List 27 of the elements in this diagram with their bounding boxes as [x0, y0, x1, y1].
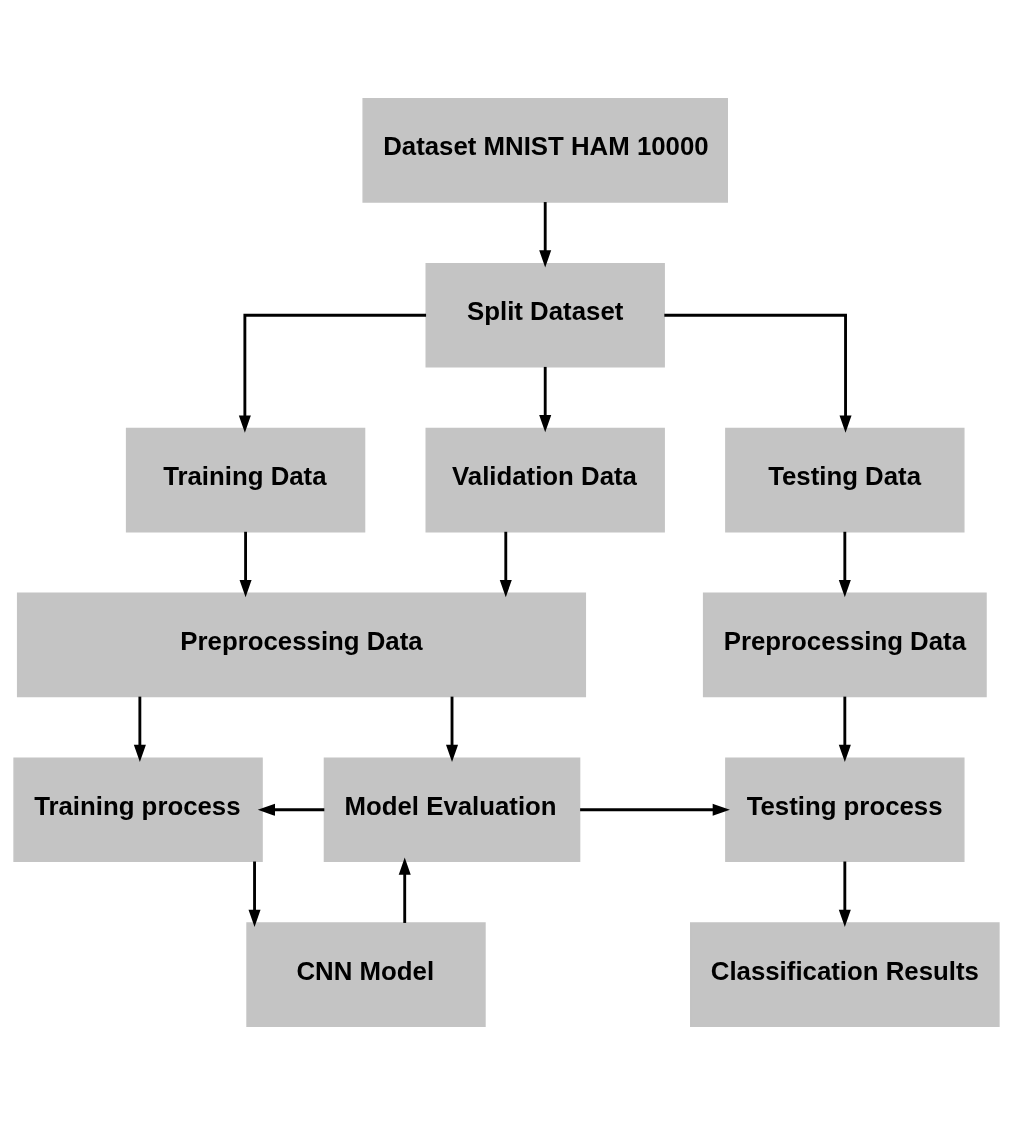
node-box: Model Evaluation [323, 756, 581, 862]
arrow [838, 696, 851, 762]
arrow [580, 803, 730, 816]
node-box: Classification Results [690, 921, 1000, 1027]
arrow [239, 531, 252, 597]
arrow [398, 857, 411, 923]
arrow [248, 861, 261, 927]
arrow [499, 531, 512, 597]
node-box: Split Dataset [425, 262, 665, 368]
node-box: Training Data [125, 427, 366, 532]
arrow [838, 531, 851, 597]
node-box: Preprocessing Data [16, 592, 587, 697]
node-box: CNN Model [246, 921, 486, 1027]
arrow [664, 313, 852, 433]
node-box: Validation Data [425, 427, 665, 532]
node-box: Testing process [725, 756, 965, 862]
arrow [238, 313, 427, 433]
node-box: Dataset MNIST HAM 10000 [362, 97, 728, 203]
node-box: Training process [13, 756, 263, 862]
node-box: Preprocessing Data [702, 592, 987, 697]
arrow [446, 696, 459, 762]
arrow [539, 201, 552, 267]
arrow [133, 696, 146, 762]
arrow [539, 366, 552, 432]
arrow [838, 861, 851, 927]
arrow [257, 803, 325, 816]
node-box: Testing Data [725, 427, 965, 532]
